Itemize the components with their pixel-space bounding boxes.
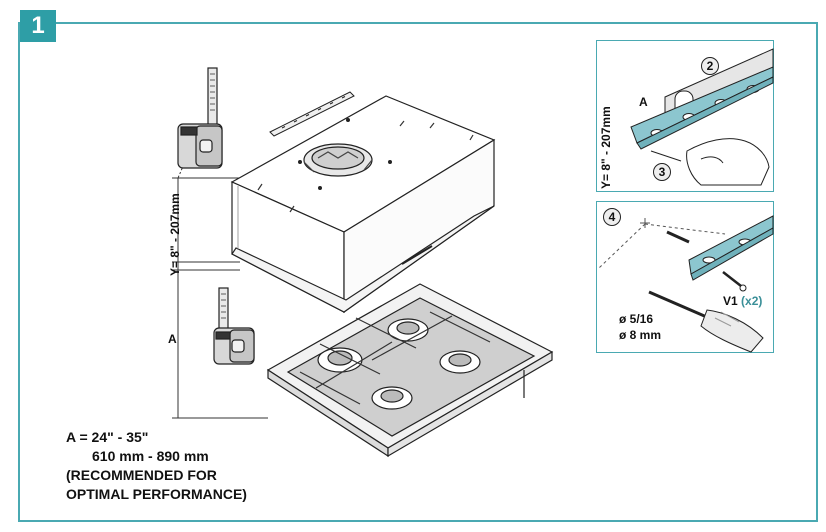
- screw-qty: (x2): [741, 294, 763, 308]
- screw-label: V1 (x2): [723, 294, 762, 308]
- step-2-marker: 2: [701, 57, 719, 75]
- a-range: A = 24" - 35": [66, 429, 149, 445]
- range-hood: [230, 95, 496, 314]
- step-4-marker: 4: [603, 208, 621, 226]
- wall-bracket: [269, 91, 355, 137]
- inset-y-label: Y= 8" - 207mm: [599, 106, 613, 189]
- inset-level-illustration: [630, 48, 774, 186]
- step-badge: 1: [20, 10, 56, 42]
- upper-wall-socket: [177, 67, 223, 169]
- dimension-y-label: Y= 8" - 207mm: [168, 193, 182, 276]
- lower-wall-socket: [213, 287, 255, 365]
- inset-drilling: 4 ø 5/16 ø 8 mm V1 (x2): [596, 201, 774, 353]
- step-3-marker: 3: [653, 163, 671, 181]
- note-line-1: (RECOMMENDED FOR: [66, 467, 217, 483]
- inset-drilling-illustration: [598, 215, 774, 353]
- figure-frame: [18, 22, 818, 522]
- screw-code: V1: [723, 294, 738, 308]
- drill-size-inch: ø 5/16: [619, 312, 654, 326]
- drill-size-mm: ø 8 mm: [619, 328, 662, 342]
- note-line-2: OPTIMAL PERFORMANCE): [66, 486, 247, 502]
- a-range-mm: 610 mm - 890 mm: [92, 448, 209, 464]
- cooktop: [266, 283, 554, 458]
- point-a-label: A: [639, 95, 648, 109]
- spec-block: A = 24" - 35" 610 mm - 890 mm (RECOMMEND…: [66, 428, 247, 504]
- inset-level-mark: 2 3 A Y= 8" - 207mm: [596, 40, 774, 192]
- dimension-a-label: A: [168, 332, 177, 346]
